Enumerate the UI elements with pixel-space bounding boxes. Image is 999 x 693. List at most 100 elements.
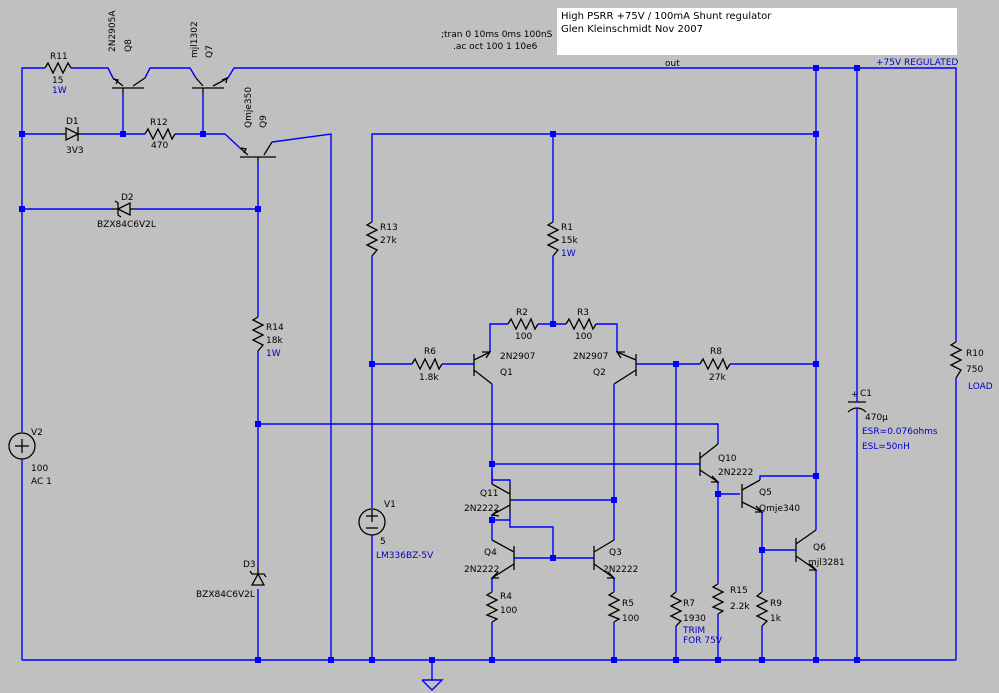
r12-value-label: 470	[151, 141, 168, 151]
r1-name-label: R1	[561, 223, 573, 233]
r15-value-label: 2.2k	[730, 602, 750, 612]
resistor-r13: R13 27k	[365, 221, 398, 257]
r2-value-label: 100	[515, 332, 532, 342]
resistor-r15: R15 2.2k	[711, 583, 750, 615]
r15-name-label: R15	[730, 586, 748, 596]
sim-ac-directive: .ac oct 100 1 10e6	[453, 42, 538, 52]
r9-value-label: 1k	[770, 614, 782, 624]
d2-part-label: BZX84C6V2L	[97, 220, 156, 230]
r10-value-label: 750	[966, 365, 983, 375]
transistor-q2: 2N2907 Q2	[573, 351, 637, 385]
q10-part-label: 2N2222	[718, 468, 753, 478]
transistor-q5: Q5 Qmje340	[741, 479, 800, 514]
r2-name-label: R2	[516, 308, 528, 318]
q4-name-label: Q4	[484, 548, 497, 558]
r6-value-label: 1.8k	[419, 373, 439, 383]
q5-name-label: Q5	[759, 488, 772, 498]
r10-name-label: R10	[966, 349, 984, 359]
transistor-q3: Q3 2N2222	[593, 539, 638, 579]
r1-extra-label: 1W	[561, 249, 576, 259]
transistor-q8: 2N2905A Q8	[108, 10, 146, 94]
q8-part-label: 2N2905A	[108, 10, 118, 52]
d3-part-label: BZX84C6V2L	[196, 590, 255, 600]
q6-name-label: Q6	[813, 543, 826, 553]
v2-extra-label: AC 1	[31, 477, 52, 487]
transistor-q4: Q4 2N2222	[464, 539, 515, 579]
r11-extra-label: 1W	[52, 86, 67, 96]
q8-name-label: Q8	[124, 39, 134, 52]
zener-d3: D3 BZX84C6V2L	[196, 560, 267, 600]
resistor-r9: R9 1k	[755, 591, 782, 627]
q1-part-label: 2N2907	[500, 352, 535, 362]
r11-name-label: R11	[50, 52, 68, 62]
q4-part-label: 2N2222	[464, 565, 499, 575]
resistor-r12: R12 470	[144, 118, 176, 151]
resistor-r3: R3 100	[565, 308, 597, 342]
resistor-r4: R4 100	[485, 591, 517, 623]
v1-extra-label: LM336BZ-5V	[376, 551, 434, 561]
r11-value-label: 15	[52, 76, 63, 86]
title-line-2: Glen Kleinschmidt Nov 2007	[561, 24, 703, 35]
c1-extra1-label: ESR=0.076ohms	[862, 427, 938, 437]
q7-part-label: mjl1302	[190, 21, 200, 58]
r7-name-label: R7	[683, 599, 695, 609]
title-line-1: High PSRR +75V / 100mA Shunt regulator	[561, 11, 772, 22]
r6-name-label: R6	[424, 347, 436, 357]
v1-value-label: 5	[380, 537, 386, 547]
resistor-r14: R14 18k 1W	[251, 316, 284, 359]
r13-name-label: R13	[380, 223, 398, 233]
r5-name-label: R5	[622, 599, 634, 609]
resistor-r1: R1 15k 1W	[546, 221, 578, 259]
junction-dots	[19, 65, 860, 663]
r14-extra-label: 1W	[266, 349, 281, 359]
source-v1: V1 5 LM336BZ-5V	[358, 500, 434, 561]
d1-value-label: 3V3	[66, 146, 84, 156]
r3-value-label: 100	[575, 332, 592, 342]
q11-name-label: Q11	[480, 489, 499, 499]
q7-name-label: Q7	[205, 45, 215, 58]
capacitor-c1: + C1 470µ ESR=0.076ohms ESL=50nH	[847, 389, 938, 452]
q9-name-label: Q9	[259, 115, 269, 128]
r14-value-label: 18k	[266, 336, 283, 346]
r13-value-label: 27k	[380, 236, 397, 246]
q11-part-label: 2N2222	[464, 504, 499, 514]
q2-name-label: Q2	[593, 368, 606, 378]
r7-extra2-label: FOR 75V	[683, 636, 723, 646]
r4-value-label: 100	[500, 606, 517, 616]
resistor-r11: R11 15 1W	[44, 52, 72, 96]
resistor-r5: R5 100	[607, 591, 639, 624]
d2-name-label: D2	[121, 193, 134, 203]
r12-name-label: R12	[150, 118, 168, 128]
c1-extra2-label: ESL=50nH	[862, 442, 910, 452]
r5-value-label: 100	[622, 614, 639, 624]
transistor-q11: Q11 2N2222	[464, 483, 514, 517]
r9-name-label: R9	[770, 599, 782, 609]
source-v2: V2 100 AC 1	[8, 425, 52, 487]
zener-d2: D2 BZX84C6V2L	[97, 193, 156, 230]
q6-part-label: mjl3281	[808, 558, 845, 568]
d3-name-label: D3	[243, 560, 256, 570]
net-label-out: out	[665, 59, 680, 69]
transistor-q10: Q10 2N2222	[699, 443, 753, 483]
v2-name-label: V2	[31, 428, 43, 438]
c1-name-label: C1	[860, 389, 872, 399]
d1-name-label: D1	[66, 117, 79, 127]
r8-name-label: R8	[710, 347, 722, 357]
sim-tran-directive: ;tran 0 10ms 0ms 100nS	[441, 30, 553, 40]
resistor-r10: R10 750 LOAD	[949, 341, 993, 392]
title-box: High PSRR +75V / 100mA Shunt regulator G…	[557, 8, 957, 55]
q1-name-label: Q1	[500, 368, 513, 378]
r3-name-label: R3	[577, 308, 589, 318]
wires	[21, 67, 957, 691]
r14-name-label: R14	[266, 323, 284, 333]
q3-part-label: 2N2222	[603, 565, 638, 575]
q2-part-label: 2N2907	[573, 352, 608, 362]
capacitor-plus: +	[851, 390, 859, 400]
q3-name-label: Q3	[609, 548, 622, 558]
transistor-q6: Q6 mjl3281	[795, 529, 845, 571]
transistor-q1: 2N2907 Q1	[473, 351, 535, 385]
transistor-q7: mjl1302 Q7	[190, 21, 229, 94]
q10-name-label: Q10	[718, 454, 737, 464]
resistor-r2: R2 100	[507, 308, 539, 342]
